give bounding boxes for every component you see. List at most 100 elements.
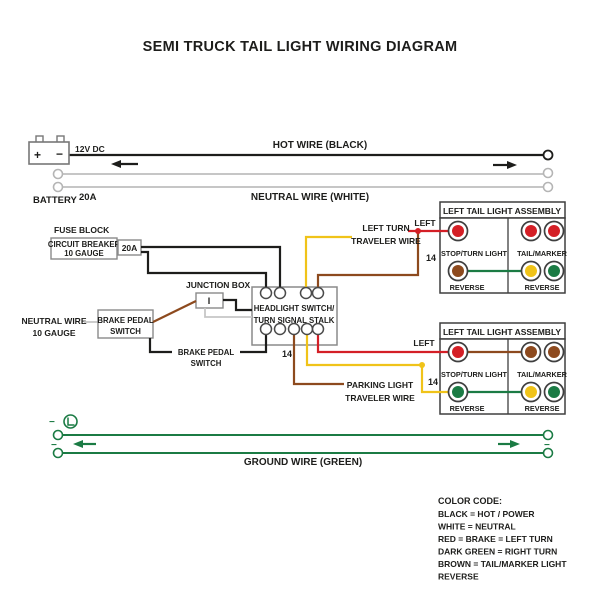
neutral-wires: NEUTRAL WIRE (WHITE) — [52, 167, 554, 203]
brake-pedal-switch-inline-label: BRAKE PEDAL SWITCH — [172, 346, 240, 368]
ground-wires: − − − GROUND WIRE (GREEN) — [49, 414, 554, 468]
color-code-legend: COLOR CODE: BLACK = HOT / POWER WHITE = … — [438, 496, 567, 582]
color-code-item: REVERSE — [438, 572, 479, 582]
battery-label: BATTERY — [33, 195, 77, 206]
reverse-label: REVERSE — [525, 283, 560, 292]
reverse-lamp-green — [548, 386, 560, 398]
assembly-title: LEFT TAIL LIGHT ASSEMBLY — [443, 206, 561, 216]
battery: + − 12V DC BATTERY 20A — [28, 135, 105, 206]
terminal — [300, 322, 314, 336]
ground-connector — [542, 429, 554, 441]
neutral-connector — [542, 181, 554, 193]
reverse-label: REVERSE — [525, 404, 560, 413]
reverse-lamp-yellow — [525, 265, 537, 277]
parking-traveler-label: PARKING LIGHT TRAVELER WIRE LEFT 14 — [345, 338, 438, 403]
ground-wire-label: GROUND WIRE (GREEN) — [244, 457, 362, 468]
battery-voltage: 12V DC — [75, 144, 105, 154]
color-code-item: BLACK = HOT / POWER — [438, 509, 535, 519]
lower-assembly-lamps: STOP/TURN LIGHT TAIL/MARKER REVERSE REVE… — [441, 341, 568, 413]
gauge-label: 14 — [426, 253, 436, 263]
brake-pedal-switch: NEUTRAL WIRE 10 GAUGE BRAKE PEDAL SWITCH — [21, 309, 154, 339]
stop-turn-lamp-red — [452, 225, 464, 237]
hot-feed-wire-2 — [141, 250, 268, 289]
junction-box-symbol: I — [208, 296, 211, 306]
arrow-left-icon — [73, 440, 96, 448]
reverse-label: REVERSE — [450, 283, 485, 292]
tail-marker-lamp-red — [548, 225, 560, 237]
brake-inline-line-1: BRAKE PEDAL — [178, 348, 235, 357]
battery-body — [28, 141, 70, 165]
terminal — [311, 322, 325, 336]
ground-minus-right: − — [544, 440, 550, 451]
headlight-switch-name-1: HEADLIGHT SWITCH/ — [254, 304, 335, 313]
reverse-label: REVERSE — [450, 404, 485, 413]
brake-to-junction-wire — [152, 300, 197, 323]
terminal — [287, 322, 301, 336]
color-code-title: COLOR CODE: — [438, 496, 502, 506]
left-turn-traveler-label: LEFT TURN TRAVELER WIRE LEFT 14 — [351, 218, 436, 263]
left-turn-line-1: LEFT TURN — [362, 223, 409, 233]
ground-minus-left: − — [51, 440, 57, 451]
switch-terminals — [259, 286, 325, 336]
junction-neutral-wire — [204, 308, 252, 318]
color-code-item: BROWN = TAIL/MARKER LIGHT — [438, 559, 567, 569]
stop-turn-lamp-red — [452, 346, 464, 358]
tail-marker-lamp-brown — [525, 346, 537, 358]
brake-switch-name-1: BRAKE PEDAL — [97, 316, 154, 325]
parking-line-2: TRAVELER WIRE — [345, 393, 415, 403]
left-side-label: LEFT — [414, 218, 436, 228]
left-side-label: LEFT — [413, 338, 435, 348]
left-turn-brown-wire — [316, 231, 420, 289]
stop-turn-label: STOP/TURN LIGHT — [441, 249, 507, 258]
junction-box-label: JUNCTION BOX — [186, 280, 251, 290]
circuit-breaker-gauge: 10 GAUGE — [64, 249, 103, 258]
reverse-lamp-yellow — [525, 386, 537, 398]
assembly-title: LEFT TAIL LIGHT ASSEMBLY — [443, 327, 561, 337]
terminal — [259, 286, 273, 300]
ground-connector — [52, 429, 64, 441]
parking-brown-wire — [292, 334, 344, 386]
left-turn-yellow-wire — [304, 235, 352, 289]
ground-connector — [542, 447, 554, 459]
junction-to-switch-wire — [223, 298, 252, 312]
terminal — [259, 322, 273, 336]
terminal — [299, 286, 313, 300]
fuse-amp: 20A — [122, 243, 138, 253]
arrow-right-icon — [493, 161, 517, 169]
neutral-branch-label-1: NEUTRAL WIRE — [21, 316, 86, 326]
wire-junction-dot — [415, 228, 421, 234]
brake-pedal-switch-box — [97, 309, 154, 339]
circuit-breaker-name: CIRCUIT BREAKER — [48, 240, 121, 249]
left-turn-line-2: TRAVELER WIRE — [351, 236, 421, 246]
hot-feed-wire — [141, 245, 282, 289]
junction-box: JUNCTION BOX I — [186, 280, 251, 309]
terminal — [273, 322, 287, 336]
label-mask — [172, 346, 240, 357]
color-code-item: WHITE = NEUTRAL — [438, 522, 516, 532]
fuse-block: FUSE BLOCK CIRCUIT BREAKER 10 GAUGE 20A — [48, 225, 142, 260]
stop-turn-red-wire — [316, 334, 450, 354]
reverse-lamp-green — [548, 265, 560, 277]
terminal — [273, 286, 287, 300]
fuse-block-label: FUSE BLOCK — [54, 225, 110, 235]
reverse-lamp-green — [452, 386, 464, 398]
headlight-switch-name-2: TURN SIGNAL STALK — [254, 316, 335, 325]
arrow-right-icon — [498, 440, 520, 448]
brake-inline-line-2: SWITCH — [191, 359, 222, 368]
brake-switch-name-2: SWITCH — [110, 327, 141, 336]
reverse-lamp-brown — [452, 265, 464, 277]
neutral-connector — [52, 168, 64, 180]
battery-fuse-rating: 20A — [79, 192, 97, 203]
battery-minus: − — [56, 147, 63, 161]
upper-assembly-lamps: STOP/TURN LIGHT TAIL/MARKER REVERSE REVE… — [441, 220, 568, 292]
parking-line-1: PARKING LIGHT — [347, 380, 414, 390]
neutral-connector — [542, 167, 554, 179]
color-code-item: DARK GREEN = RIGHT TURN — [438, 547, 557, 557]
stop-turn-label: STOP/TURN LIGHT — [441, 370, 507, 379]
neutral-connector — [52, 181, 64, 193]
page-title: SEMI TRUCK TAIL LIGHT WIRING DIAGRAM — [143, 39, 458, 55]
terminal — [311, 286, 325, 300]
arrow-left-icon — [111, 160, 138, 168]
hot-wire-label: HOT WIRE (BLACK) — [273, 140, 367, 151]
neutral-wire-label: NEUTRAL WIRE (WHITE) — [251, 192, 369, 203]
